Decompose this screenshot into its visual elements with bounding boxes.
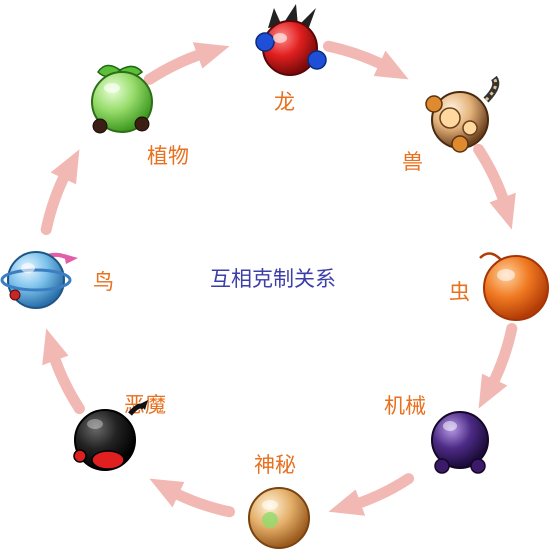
green-plant-orb-icon xyxy=(91,64,153,134)
arrow-demon-bird xyxy=(42,328,85,415)
label-bird: 鸟 xyxy=(93,270,114,294)
arrow-dragon-beast xyxy=(323,40,409,80)
orange-bug-orb-icon xyxy=(479,252,549,321)
label-beast: 兽 xyxy=(402,150,423,174)
arrow-beast-bug xyxy=(473,143,516,230)
center-title: 互相克制关系 xyxy=(210,267,336,291)
label-plant: 植物 xyxy=(147,144,189,168)
red-dragon-orb-icon xyxy=(255,4,327,76)
label-bug: 虫 xyxy=(449,280,470,304)
black-demon-orb-icon xyxy=(73,400,148,471)
arrow-bird-plant xyxy=(40,149,80,235)
arrow-machine-mystic xyxy=(328,473,415,516)
label-dragon: 龙 xyxy=(274,90,295,114)
gold-mystic-orb-icon xyxy=(248,487,310,549)
label-mystic: 神秘 xyxy=(254,453,296,477)
blue-bird-orb-icon xyxy=(0,251,78,309)
brown-beast-orb-icon xyxy=(425,75,500,153)
label-machine: 机械 xyxy=(384,394,426,418)
arrow-bug-machine xyxy=(478,323,518,409)
arrow-mystic-demon xyxy=(149,478,235,518)
arrow-plant-dragon xyxy=(143,42,230,85)
purple-machine-orb-icon xyxy=(431,411,489,474)
